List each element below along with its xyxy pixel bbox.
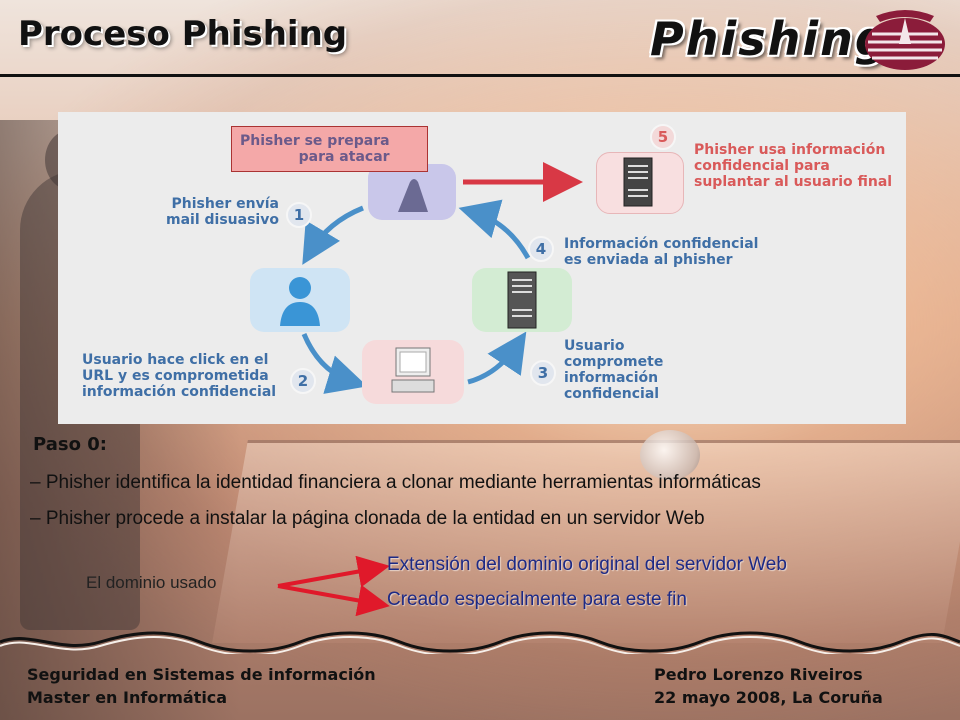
step-heading: Paso 0: (33, 434, 107, 455)
step4-label: Información confidencial es enviada al p… (564, 236, 759, 268)
server-icon (507, 271, 537, 329)
bullet-item: – Phisher identifica la identidad financ… (30, 472, 761, 493)
step3-number: 3 (530, 360, 556, 386)
footer-course-line2: Master en Informática (27, 688, 228, 707)
footer-author-line2: 22 mayo 2008, La Coruña (654, 688, 883, 707)
domain-option: Creado especialmente para este fin (387, 589, 687, 610)
footer-author-line1: Pedro Lorenzo Riveiros (654, 665, 863, 684)
university-logo (865, 10, 945, 70)
step0-label: Phisher se prepara para atacar (240, 133, 390, 165)
step1-number: 1 (286, 202, 312, 228)
background-globe (640, 430, 700, 480)
domain-label: El dominio usado (86, 573, 217, 592)
step2-label: Usuario hace click en el URL y es compro… (82, 352, 277, 400)
step5-label: Phisher usa información confidencial par… (694, 142, 893, 190)
bullet-item: – Phisher procede a instalar la página c… (30, 508, 705, 529)
header-divider (0, 74, 960, 77)
step0-highlight-box: Phisher se prepara para atacar (231, 126, 428, 172)
computer-icon (391, 347, 435, 393)
step3-label: Usuario compromete información confidenc… (564, 338, 664, 402)
phisher-server-icon (623, 157, 653, 207)
step5-number: 5 (650, 124, 676, 150)
phishing-process-diagram: 0 1 2 3 4 5 Phisher envía mail disuasivo… (58, 112, 906, 424)
step1-label: Phisher envía mail disuasivo (166, 196, 279, 228)
step4-number: 4 (528, 236, 554, 262)
diagram-arrows (301, 162, 583, 394)
brand-wordmark: Phishing (650, 12, 890, 66)
decorative-divider (0, 631, 960, 654)
footer-course-line1: Seguridad en Sistemas de información (27, 665, 376, 684)
step2-number: 2 (290, 368, 316, 394)
attacker-icon (398, 179, 428, 212)
footer-author: Pedro Lorenzo Riveiros 22 mayo 2008, La … (654, 663, 883, 709)
user-icon (280, 277, 320, 326)
footer-course: Seguridad en Sistemas de información Mas… (27, 663, 376, 709)
domain-option: Extensión del dominio original del servi… (387, 554, 787, 575)
domain-branch-arrows (277, 556, 390, 616)
slide-title: Proceso Phishing (18, 14, 348, 54)
